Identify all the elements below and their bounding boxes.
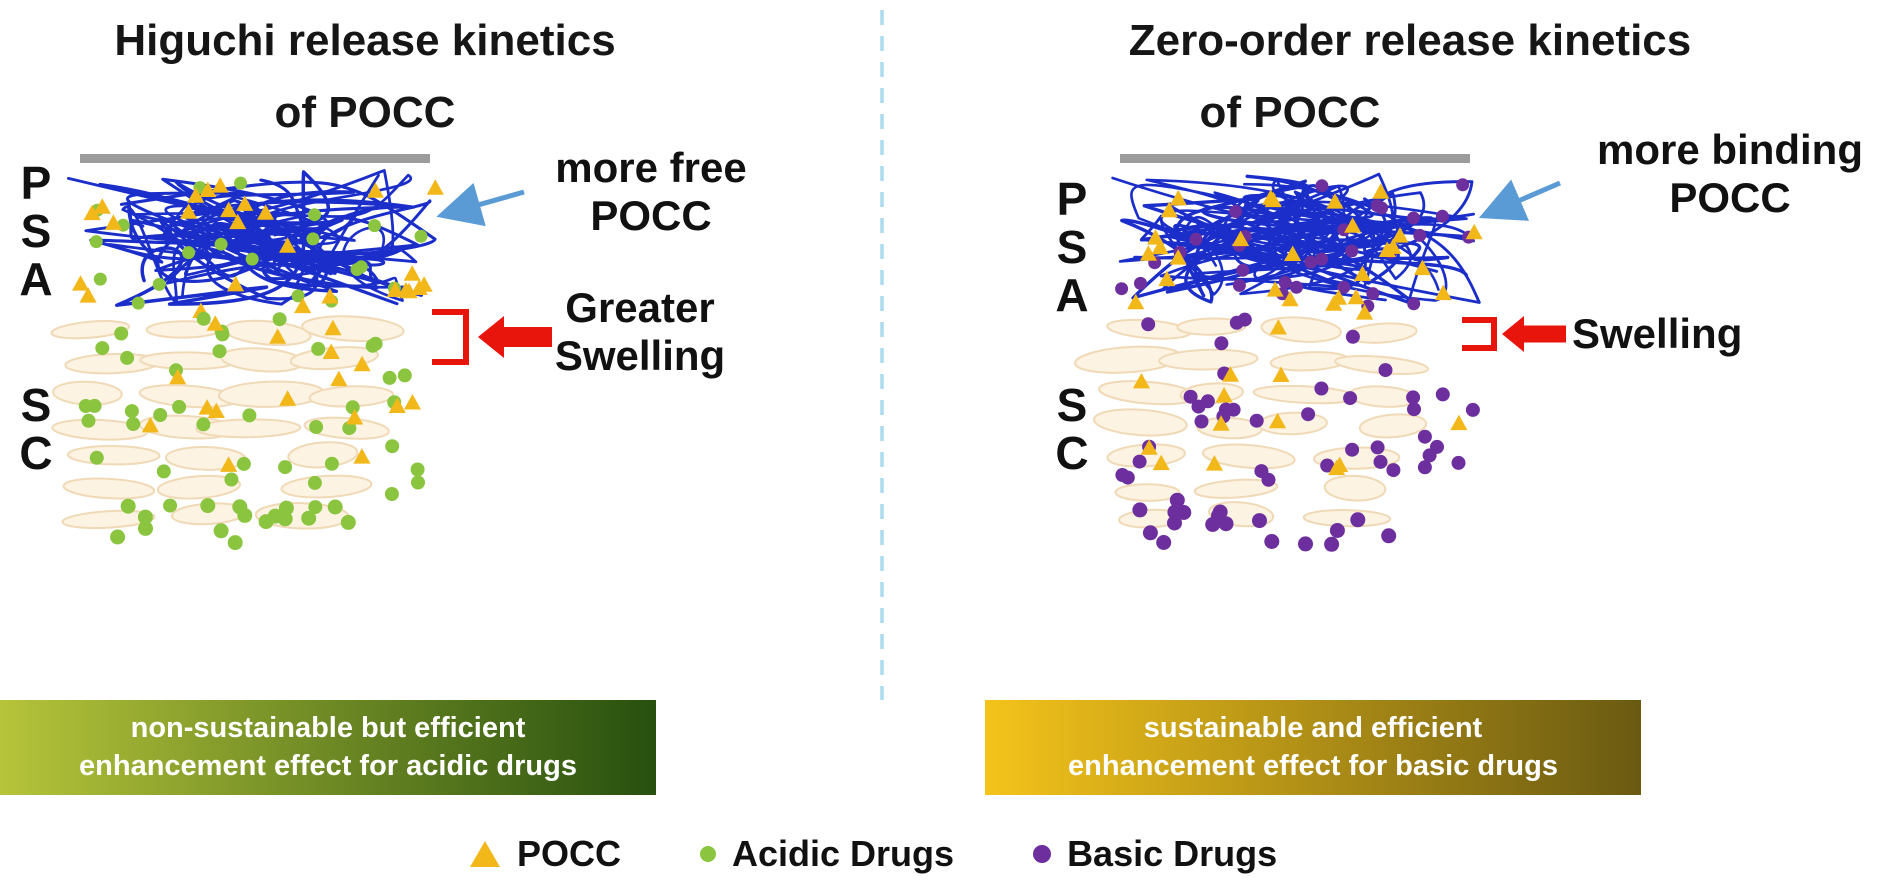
legend-item-pocc: POCC (468, 833, 621, 875)
layer-letter: C (19, 426, 53, 479)
right-membrane-bar (1120, 154, 1470, 163)
legend-label: Acidic Drugs (732, 833, 955, 874)
left-free-pocc-callout: more free POCC (555, 144, 747, 240)
right-callout-arrows (1462, 179, 1566, 352)
left-membrane-bar (80, 154, 430, 163)
banner-line: enhancement effect for acidic drugs (79, 749, 577, 782)
banner-line: enhancement effect for basic drugs (1068, 749, 1558, 782)
right-banner: sustainable and efficient enhancement ef… (985, 700, 1641, 795)
left-panel-subtitle: of POCC (274, 88, 456, 137)
left-panel-title: Higuchi release kinetics (114, 16, 616, 65)
layer-letter: C (1055, 426, 1089, 479)
right-drug-scatter (1115, 178, 1483, 552)
legend: POCC Acidic Drugs Basic Drugs (468, 826, 1277, 882)
right-skin-layers (1074, 316, 1430, 529)
right-sc-label: S C (1048, 379, 1096, 479)
left-swelling-callout: Greater Swelling (554, 284, 726, 380)
right-swelling-callout: Swelling (1572, 310, 1743, 357)
left-drug-scatter (72, 176, 444, 551)
left-polymer-network (67, 169, 437, 307)
layer-letter: A (1055, 268, 1089, 321)
left-sc-label: S C (12, 379, 60, 479)
left-callout-arrows (432, 182, 552, 365)
layer-letter: A (19, 252, 53, 305)
layer-letter: P (20, 157, 52, 209)
banner-line: sustainable and efficient (1143, 712, 1483, 745)
basic-drug-dot-icon (1033, 845, 1052, 863)
right-psa-label: P S A (1048, 173, 1096, 321)
layer-letter: S (20, 379, 52, 431)
legend-item-acidic: Acidic Drugs (699, 833, 954, 875)
layer-letter: P (1056, 173, 1088, 225)
legend-item-basic: Basic Drugs (1032, 833, 1277, 875)
legend-label: POCC (517, 833, 622, 874)
right-binding-pocc-callout: more binding POCC (1597, 126, 1863, 222)
acidic-drug-dot-icon (700, 846, 717, 862)
layer-letter: S (1056, 379, 1088, 431)
right-panel-title: Zero-order release kinetics (1128, 16, 1692, 65)
legend-label: Basic Drugs (1067, 833, 1278, 874)
left-skin-layers (50, 315, 405, 530)
layer-letter: S (1056, 220, 1088, 273)
left-panel-graphics (50, 154, 552, 551)
banner-line: non-sustainable but efficient (130, 712, 526, 745)
right-panel-graphics (1074, 154, 1566, 552)
left-psa-label: P S A (12, 157, 60, 305)
layer-letter: S (20, 204, 52, 257)
right-panel-subtitle: of POCC (1199, 88, 1381, 137)
left-banner: non-sustainable but efficient enhancemen… (0, 700, 656, 795)
pocc-triangle-icon (470, 841, 500, 867)
